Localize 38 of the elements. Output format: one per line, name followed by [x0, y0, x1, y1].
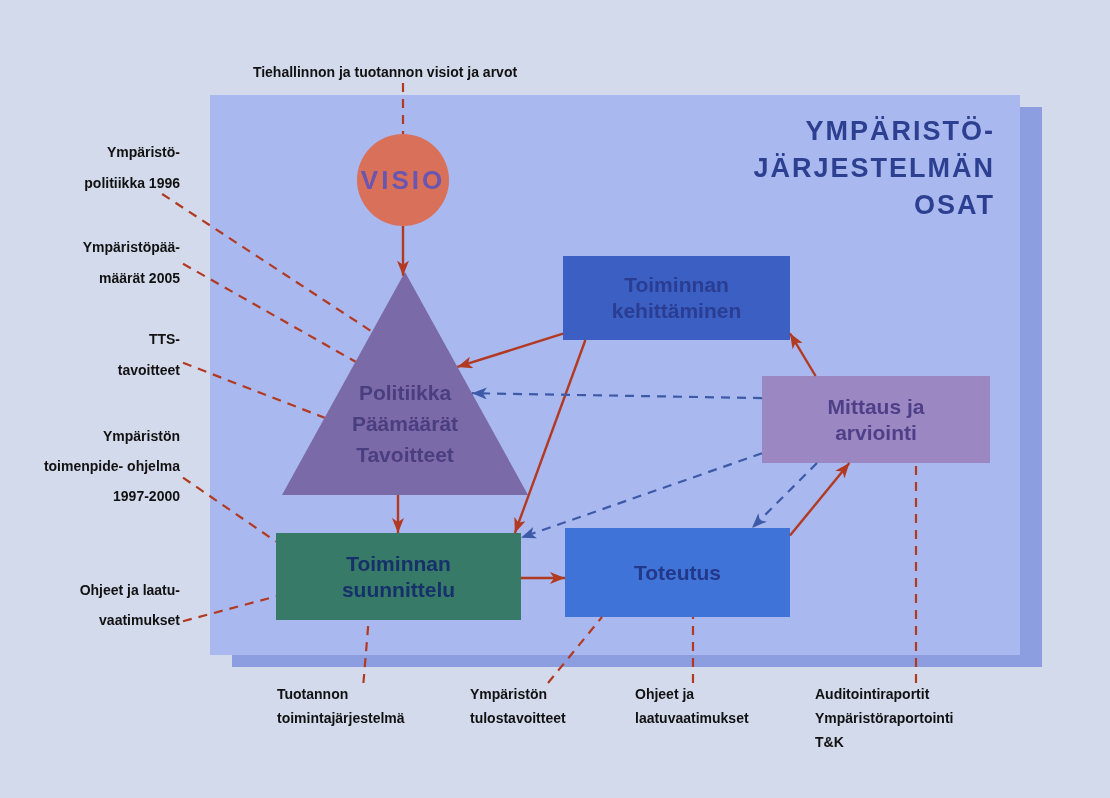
- node-label: Toteutus: [633, 559, 722, 586]
- leader-line: [401, 83, 405, 134]
- arrow: [788, 332, 817, 377]
- leader-line: [182, 595, 277, 623]
- dashed-arrow: [471, 387, 762, 400]
- annotation-text: Ohjeet ja laatu- vaatimukset: [55, 575, 180, 635]
- process-box: [563, 256, 790, 340]
- leader-line: [182, 476, 277, 543]
- annotation-text: Ympäristön tulostavoitteet: [470, 682, 600, 730]
- arrow: [397, 226, 409, 276]
- process-box: [565, 528, 790, 617]
- dashed-arrow: [751, 462, 818, 529]
- annotation-text: Tiehallinnon ja tuotannon visiot ja arvot: [215, 62, 555, 82]
- leader-line: [182, 262, 357, 363]
- annotation-text: Tuotannon toimintajärjestelmä: [277, 682, 427, 730]
- process-box: [762, 376, 990, 463]
- leader-line: [161, 193, 373, 333]
- annotation-text: Auditointiraportit Ympäristöraportointi T&K: [815, 682, 985, 754]
- dashed-arrow: [520, 452, 763, 539]
- node-label: Toiminnan suunnittelu: [340, 550, 457, 603]
- annotation-text: Ympäristön toimenpide- ohjelma 1997-2000: [40, 421, 180, 511]
- panel-heading: YMPÄRISTÖ- JÄRJESTELMÄN OSAT: [752, 115, 995, 222]
- leader-line: [691, 617, 695, 683]
- leader-line: [182, 361, 325, 419]
- leader-line: [547, 616, 603, 684]
- node-label: VISIO: [360, 167, 446, 193]
- process-box: [276, 533, 521, 620]
- arrow: [392, 495, 404, 533]
- annotation-text: Ohjeet ja laatuvaatimukset: [635, 682, 795, 730]
- arrow: [521, 572, 565, 584]
- annotation-text: Ympäristöpää- määrät 2005: [65, 232, 180, 294]
- annotation-text: Ympäristö- politiikka 1996: [65, 137, 180, 199]
- arrow: [457, 332, 564, 369]
- node-label: Mittaus ja arviointi: [826, 393, 926, 446]
- arrow: [513, 339, 587, 534]
- leader-line: [914, 463, 918, 683]
- annotation-text: TTS- tavoitteet: [100, 324, 180, 386]
- arrow: [789, 462, 851, 537]
